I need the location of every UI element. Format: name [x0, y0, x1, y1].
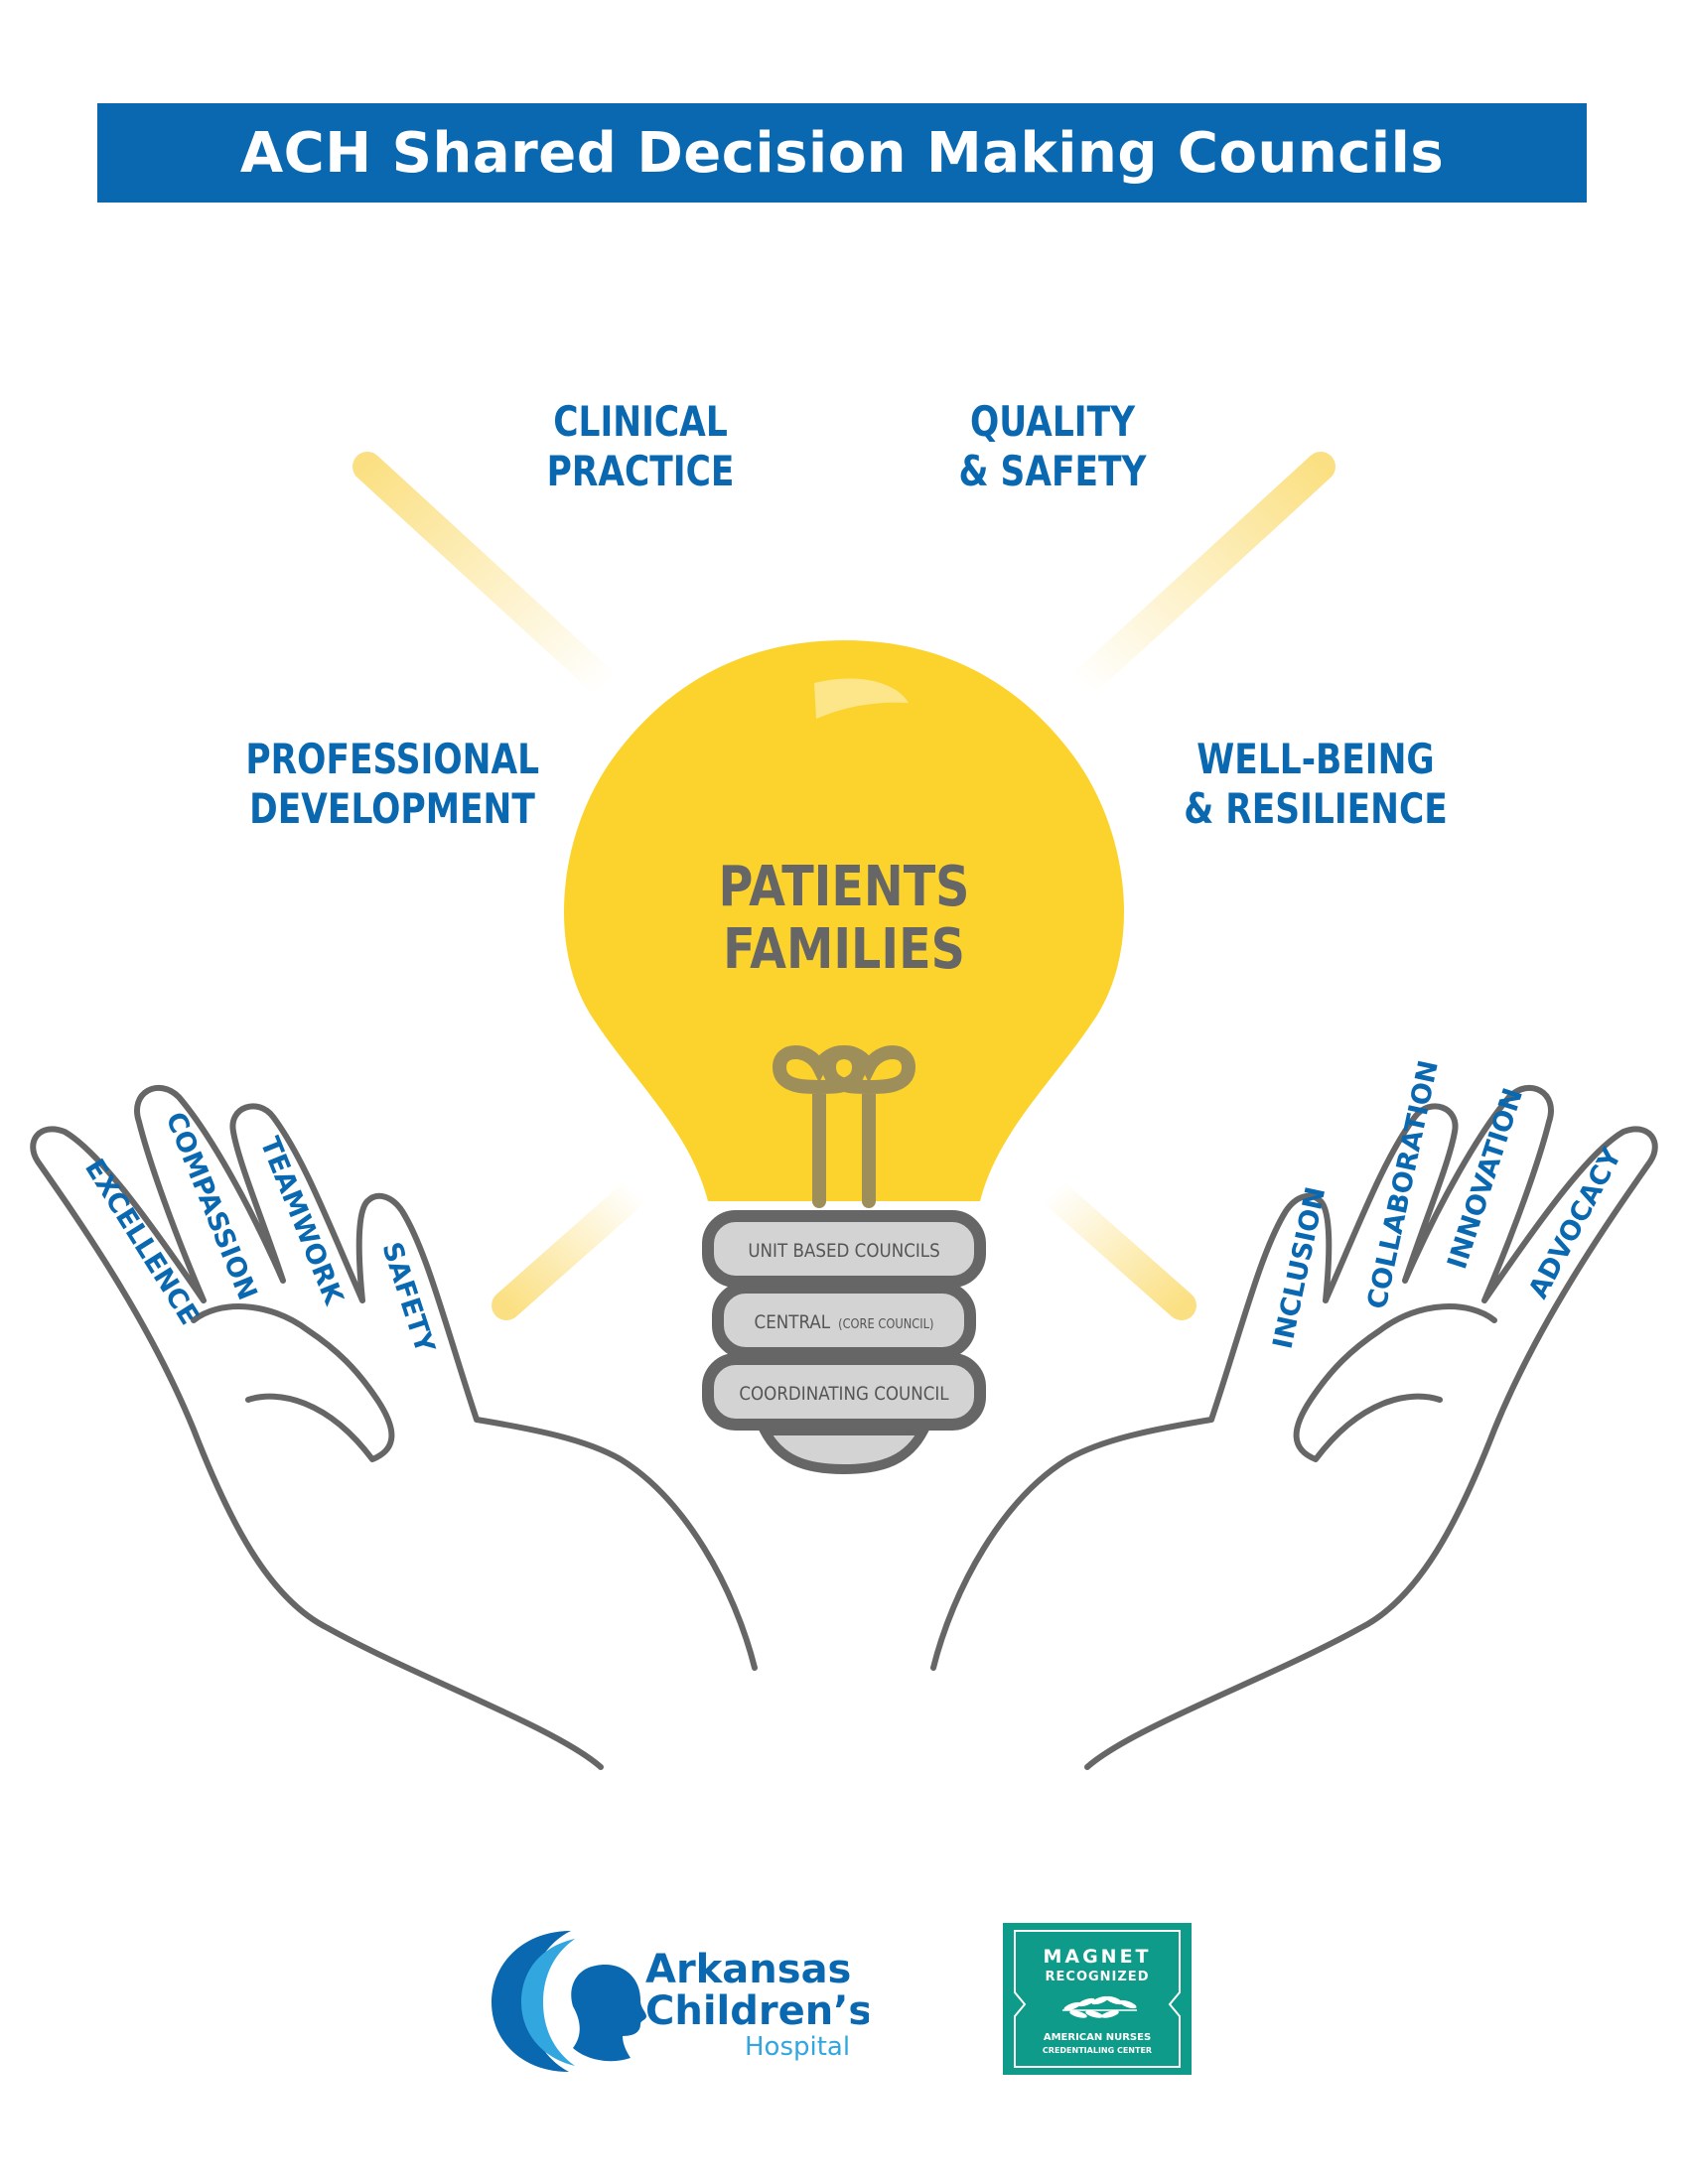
base-tier-coordinating-label: COORDINATING COUNCIL [739, 1383, 948, 1405]
arkansas-childrens-logo: Arkansas Children’s Hospital [492, 1931, 869, 2072]
logo-text-childrens: Children’s [645, 1988, 869, 2034]
base-tier-coordinating [702, 1353, 986, 1431]
ray-upper-right [1067, 452, 1336, 700]
council-quality-safety-line1: QUALITY [969, 397, 1136, 446]
base-tier-central-label: CENTRAL (CORE COUNCIL) [755, 1311, 934, 1333]
council-professional-development: PROFESSIONAL DEVELOPMENT [245, 735, 540, 834]
bulb-text-families: FAMILIES [723, 917, 965, 982]
logo-text-hospital: Hospital [745, 2032, 850, 2062]
ray-lower-right [1038, 1176, 1196, 1320]
right-hand [930, 1084, 1658, 1770]
bulb-text-patients: PATIENTS [719, 855, 970, 919]
bulb-highlight [814, 678, 909, 719]
left-hand-outline [30, 1084, 758, 1770]
magnet-text-credentialing: CREDENTIALING CENTER [1043, 2046, 1152, 2055]
council-clinical-practice-line2: PRACTICE [546, 447, 735, 495]
bulb-filament [772, 1045, 916, 1208]
bulb-base: UNIT BASED COUNCILS CENTRAL (CORE COUNCI… [702, 1210, 986, 1475]
base-tier-unit-label: UNIT BASED COUNCILS [748, 1240, 939, 1262]
council-clinical-practice-line1: CLINICAL [553, 397, 728, 446]
base-tier-central-sub: (CORE COUNCIL) [838, 1316, 933, 1331]
page-title: ACH Shared Decision Making Councils [239, 120, 1445, 186]
child-silhouette-icon [571, 1965, 646, 2062]
title-banner: ACH Shared Decision Making Councils [97, 103, 1587, 203]
base-tier-central-main: CENTRAL [755, 1311, 831, 1333]
logo-crescent-icon [492, 1931, 571, 2072]
council-quality-safety: QUALITY & SAFETY [955, 397, 1151, 496]
light-rays [184, 243, 1504, 1320]
council-professional-development-line2: DEVELOPMENT [249, 784, 535, 833]
council-wellbeing-resilience-line1: WELL-BEING [1196, 735, 1435, 783]
council-wellbeing-resilience: WELL-BEING & RESILIENCE [1169, 735, 1462, 834]
magnet-text-magnet: MAGNET [1043, 1946, 1151, 1968]
logo-crescent-inner-icon [521, 1939, 575, 2066]
magnet-recognized-badge: MAGNET RECOGNIZED AMERICAN NURSES CREDEN… [1003, 1923, 1192, 2075]
magnet-text-recognized: RECOGNIZED [1046, 1970, 1150, 1984]
right-hand-outline [930, 1084, 1658, 1770]
council-wellbeing-resilience-line2: & RESILIENCE [1184, 784, 1448, 833]
base-tip [756, 1426, 932, 1475]
left-hand [30, 1084, 758, 1770]
light-bulb: PATIENTS FAMILIES UNIT BASED COUNCILS CE… [563, 640, 1125, 1475]
value-inclusion: INCLUSION [1268, 1184, 1333, 1351]
right-thumb [1293, 1303, 1497, 1462]
council-clinical-practice: CLINICAL PRACTICE [543, 397, 739, 496]
bulb-glass [563, 640, 1125, 1201]
magnet-ribbon [1014, 1930, 1181, 2068]
ray-upper-left [352, 452, 621, 700]
council-quality-safety-line2: & SAFETY [958, 447, 1147, 495]
laurel-icon [1062, 1995, 1137, 2018]
ray-lower-left [492, 1176, 650, 1320]
left-thumb [191, 1303, 395, 1462]
council-professional-development-line1: PROFESSIONAL [245, 735, 540, 783]
value-safety: SAFETY [375, 1239, 440, 1358]
magnet-text-ana: AMERICAN NURSES [1044, 2032, 1151, 2043]
logo-text-arkansas: Arkansas [645, 1947, 851, 1992]
